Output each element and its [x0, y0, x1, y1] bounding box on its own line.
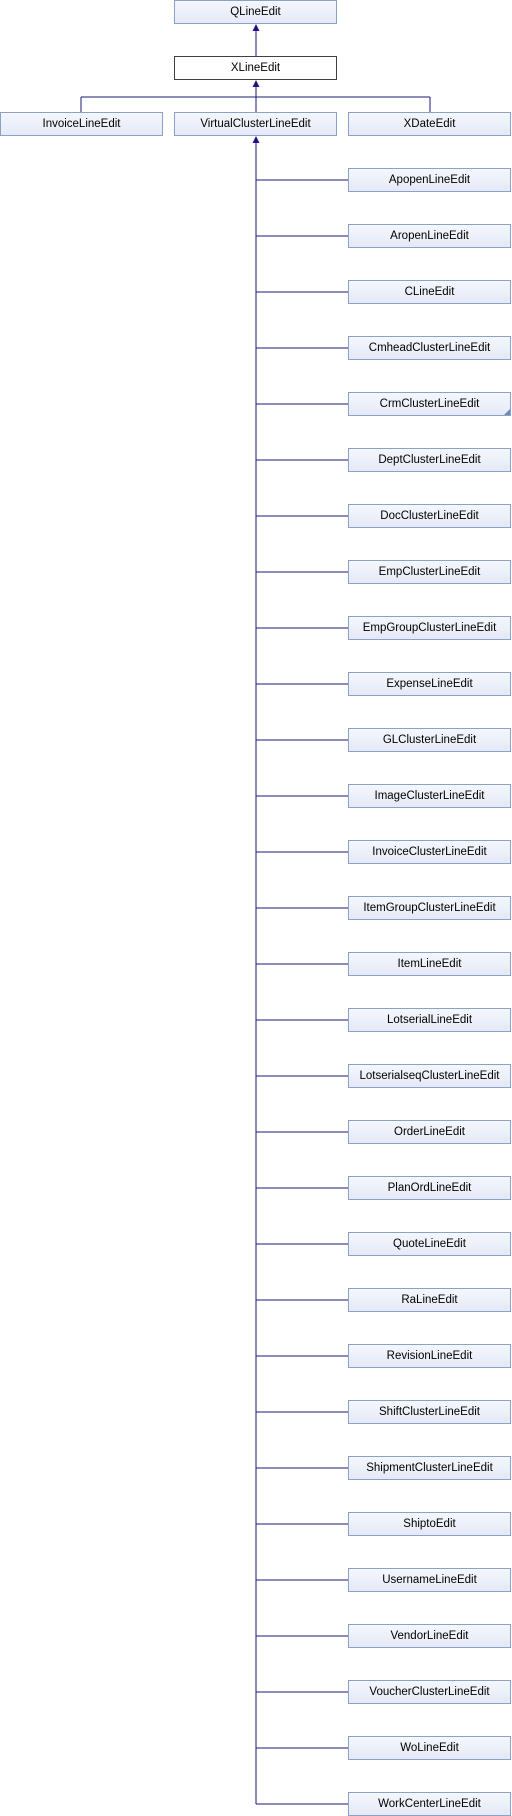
- node-docclusterlineedit[interactable]: DocClusterLineEdit: [348, 504, 511, 528]
- node-empgroupclusterlineedit[interactable]: EmpGroupClusterLineEdit: [348, 616, 511, 640]
- node-shiftclusterlineedit[interactable]: ShiftClusterLineEdit: [348, 1400, 511, 1424]
- node-expenselineedit[interactable]: ExpenseLineEdit: [348, 672, 511, 696]
- node-clineedit[interactable]: CLineEdit: [348, 280, 511, 304]
- node-qlineedit[interactable]: QLineEdit: [174, 0, 337, 24]
- node-glclusterlineedit[interactable]: GLClusterLineEdit: [348, 728, 511, 752]
- node-quotelineedit[interactable]: QuoteLineEdit: [348, 1232, 511, 1256]
- node-empclusterlineedit[interactable]: EmpClusterLineEdit: [348, 560, 511, 584]
- node-revisionlineedit[interactable]: RevisionLineEdit: [348, 1344, 511, 1368]
- node-invoiceclusterlineedit[interactable]: InvoiceClusterLineEdit: [348, 840, 511, 864]
- node-itemgroupclusterlineedit[interactable]: ItemGroupClusterLineEdit: [348, 896, 511, 920]
- node-workcenterlineedit[interactable]: WorkCenterLineEdit: [348, 1792, 511, 1816]
- node-usernamelineedit[interactable]: UsernameLineEdit: [348, 1568, 511, 1592]
- node-apopenlineedit[interactable]: ApopenLineEdit: [348, 168, 511, 192]
- node-planordlineedit[interactable]: PlanOrdLineEdit: [348, 1176, 511, 1200]
- node-crmclusterlineedit[interactable]: CrmClusterLineEdit: [348, 392, 511, 416]
- node-wolineedit[interactable]: WoLineEdit: [348, 1736, 511, 1760]
- node-aropenlineedit[interactable]: AropenLineEdit: [348, 224, 511, 248]
- arrowhead-qlineedit: [252, 24, 260, 31]
- arrowhead-virtualclusterlineedit: [252, 136, 260, 143]
- node-orderlineedit[interactable]: OrderLineEdit: [348, 1120, 511, 1144]
- node-vendorlineedit[interactable]: VendorLineEdit: [348, 1624, 511, 1648]
- node-xdateedit[interactable]: XDateEdit: [348, 112, 511, 136]
- node-voucherclusterlineedit[interactable]: VoucherClusterLineEdit: [348, 1680, 511, 1704]
- node-invoicelineedit[interactable]: InvoiceLineEdit: [0, 112, 163, 136]
- node-imageclusterlineedit[interactable]: ImageClusterLineEdit: [348, 784, 511, 808]
- node-virtualclusterlineedit[interactable]: VirtualClusterLineEdit: [174, 112, 337, 136]
- node-ralineedit[interactable]: RaLineEdit: [348, 1288, 511, 1312]
- node-lotseriallineedit[interactable]: LotserialLineEdit: [348, 1008, 511, 1032]
- node-shiptoedit[interactable]: ShiptoEdit: [348, 1512, 511, 1536]
- node-deptclusterlineedit[interactable]: DeptClusterLineEdit: [348, 448, 511, 472]
- node-itemlineedit[interactable]: ItemLineEdit: [348, 952, 511, 976]
- node-shipmentclusterlineedit[interactable]: ShipmentClusterLineEdit: [348, 1456, 511, 1480]
- node-cmheadclusterlineedit[interactable]: CmheadClusterLineEdit: [348, 336, 511, 360]
- node-xlineedit: XLineEdit: [174, 56, 337, 80]
- arrowhead-xlineedit: [252, 80, 260, 87]
- node-lotserialseqclusterlineedit[interactable]: LotserialseqClusterLineEdit: [348, 1064, 511, 1088]
